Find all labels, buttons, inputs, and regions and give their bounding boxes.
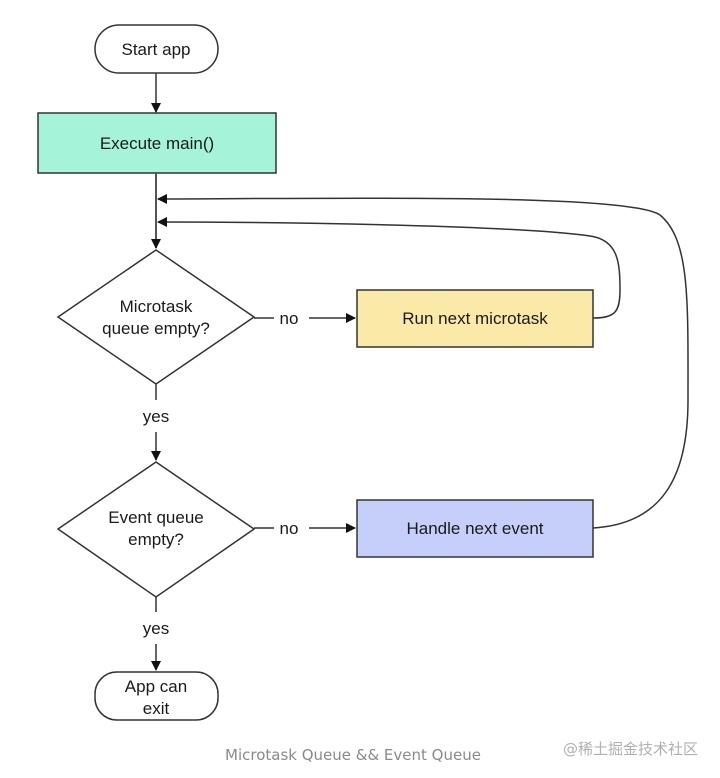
watermark: @稀土掘金技术社区 <box>563 740 699 758</box>
event-no-label: no <box>280 519 299 538</box>
loop-arrow-microtask <box>157 217 621 319</box>
microtask-check-line1: Microtask <box>120 297 193 316</box>
microtask-yes-label: yes <box>143 407 169 426</box>
start-node: Start app <box>94 24 219 74</box>
run-microtask-node: Run next microtask <box>356 289 594 348</box>
exit-line2: exit <box>143 699 170 718</box>
run-microtask-label: Run next microtask <box>402 309 548 328</box>
event-check-line1: Event queue <box>108 508 203 527</box>
execute-main-label: Execute main() <box>100 134 214 153</box>
event-check-node: Event queue empty? <box>56 461 256 598</box>
loop-arrow-event <box>157 193 689 529</box>
execute-main-node: Execute main() <box>37 112 277 174</box>
exit-node: App can exit <box>94 671 219 721</box>
event-check-line2: empty? <box>128 530 184 549</box>
microtask-check-node: Microtask queue empty? <box>56 249 256 385</box>
handle-event-node: Handle next event <box>356 499 594 558</box>
start-label: Start app <box>122 40 191 59</box>
microtask-check-line2: queue empty? <box>102 319 210 338</box>
event-yes-label: yes <box>143 619 169 638</box>
figure-caption: Microtask Queue && Event Queue <box>225 746 481 764</box>
microtask-no-label: no <box>280 309 299 328</box>
exit-line1: App can <box>125 677 187 696</box>
handle-event-label: Handle next event <box>406 519 543 538</box>
